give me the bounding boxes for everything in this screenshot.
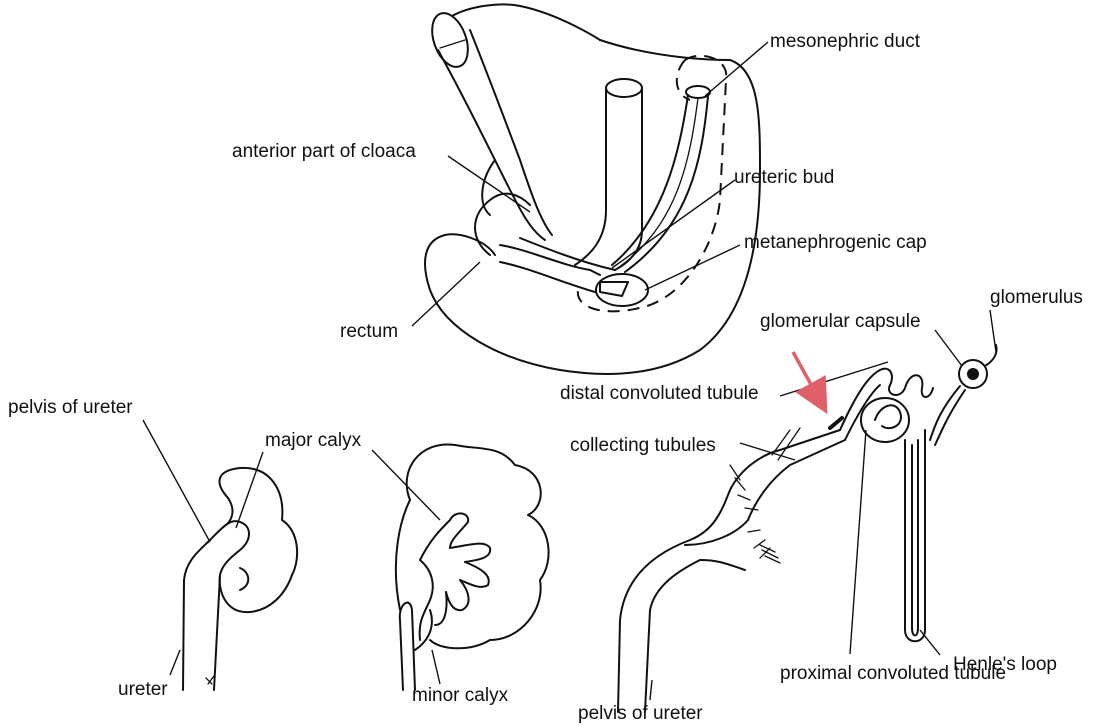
label-pelvis-of-ureter-bottom: pelvis of ureter — [578, 704, 703, 723]
label-ureter: ureter — [118, 680, 168, 699]
label-anterior-cloaca: anterior part of cloaca — [232, 142, 416, 161]
label-pelvis-of-ureter: pelvis of ureter — [8, 398, 133, 417]
label-rectum: rectum — [340, 322, 398, 341]
label-major-calyx: major calyx — [265, 431, 361, 450]
cloaca-figure — [412, 4, 768, 373]
label-distal-tubule: distal convoluted tubule — [560, 384, 759, 403]
early-kidney-figure — [143, 420, 297, 690]
label-ureteric-bud: ureteric bud — [734, 168, 834, 187]
label-proximal-tubule: proximal convoluted tubule — [780, 664, 1006, 683]
calyces-kidney-figure — [372, 444, 549, 690]
label-metanephrogenic-cap: metanephrogenic cap — [744, 233, 927, 252]
red-arrow — [793, 352, 824, 408]
nephron-figure — [618, 310, 997, 712]
label-glomerular-capsule: glomerular capsule — [760, 312, 921, 331]
label-collecting-tubules: collecting tubules — [570, 436, 716, 455]
label-mesonephric-duct: mesonephric duct — [770, 32, 920, 51]
label-glomerulus: glomerulus — [990, 288, 1083, 307]
label-minor-calyx: minor calyx — [412, 686, 508, 705]
